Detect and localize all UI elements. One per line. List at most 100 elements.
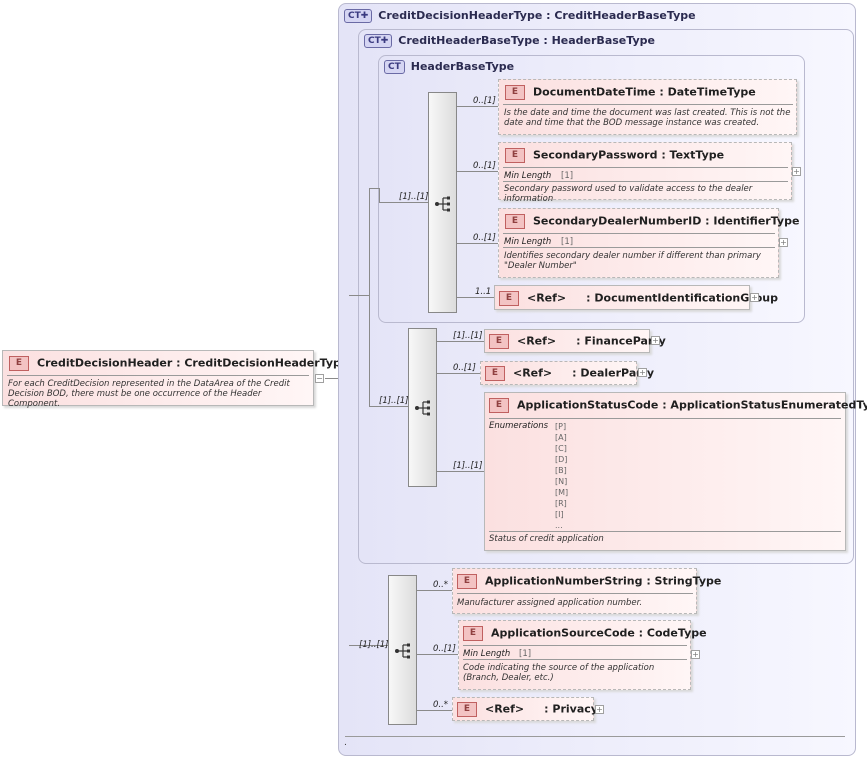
connector — [379, 202, 428, 203]
connector — [437, 471, 484, 472]
element-header: E<Ref>: DocumentIdentificationGroup — [499, 291, 778, 306]
cardinality-label: [1]..[1] — [359, 640, 389, 650]
ref-label: <Ref> — [517, 334, 557, 348]
divider — [463, 645, 687, 646]
element-badge: E — [463, 626, 483, 641]
root-element-title: CreditDecisionHeader : CreditDecisionHea… — [37, 356, 349, 370]
element-badge: E — [485, 366, 505, 381]
sequence-compositor[interactable] — [388, 575, 417, 725]
element-badge: E — [505, 214, 525, 229]
cardinality-label: [1]..[1] — [379, 396, 409, 406]
connector — [349, 295, 369, 296]
expand-icon[interactable]: + — [750, 293, 759, 302]
element-badge: E — [489, 334, 509, 349]
enumeration-value: [D] — [555, 455, 568, 464]
connector — [369, 188, 370, 406]
divider — [503, 233, 775, 234]
expand-icon[interactable]: + — [595, 705, 604, 714]
facet-label: Min Length — [504, 171, 552, 181]
element-ref-finance-party[interactable]: E<Ref>: FinanceParty — [484, 329, 666, 353]
enumeration-value: [I] — [555, 510, 564, 519]
cardinality-label: 0..* — [433, 580, 449, 590]
element-title: ApplicationSourceCode : CodeType — [491, 626, 707, 640]
element-title: SecondaryDealerNumberID : IdentifierType — [533, 214, 800, 228]
cardinality-label: 0..[1] — [473, 161, 496, 171]
element-title: : DealerParty — [572, 366, 655, 380]
complex-type-title: HeaderBaseType — [410, 60, 515, 73]
connector — [379, 188, 380, 203]
element-title: ApplicationNumberString : StringType — [485, 574, 722, 588]
divider — [489, 531, 841, 532]
element-doc: Secondary password used to validate acce… — [504, 184, 753, 204]
collapse-icon[interactable]: − — [315, 374, 324, 383]
enumeration-value: [C] — [555, 444, 567, 453]
connector — [417, 710, 452, 711]
element-application-source-code[interactable]: E ApplicationSourceCode : CodeType Min Le… — [458, 620, 707, 690]
element-ref-dealer-party[interactable]: E <Ref> : DealerParty — [480, 361, 654, 385]
element-ref-privacy[interactable]: E<Ref>: Privacy — [452, 697, 598, 721]
expand-icon[interactable]: + — [638, 368, 647, 377]
element-doc: Identifies secondary dealer number if di… — [504, 251, 761, 271]
element-badge: E — [457, 574, 477, 589]
cardinality-label: 0..[1] — [473, 96, 496, 106]
facet-label: Min Length — [463, 649, 511, 659]
complex-type-header: CT✚ CreditHeaderBaseType : HeaderBaseType — [364, 34, 655, 48]
connector — [417, 654, 458, 655]
connector — [325, 378, 349, 379]
element-ref-document-identification-group[interactable]: E<Ref>: DocumentIdentificationGroup — [494, 285, 778, 310]
expand-icon[interactable]: + — [779, 238, 788, 247]
element-badge: E — [9, 356, 29, 371]
complex-type-header: CT✚CreditDecisionHeaderType : CreditHead… — [344, 9, 696, 23]
enumeration-value: [N] — [555, 477, 568, 486]
element-header: E<Ref>: Privacy — [457, 702, 598, 717]
facet-value: [1] — [561, 237, 574, 247]
expand-icon[interactable]: + — [651, 336, 660, 345]
connector — [457, 297, 494, 298]
sequence-compositor[interactable] — [408, 328, 437, 487]
cardinality-label: 0..[1] — [473, 233, 496, 243]
divider — [503, 247, 775, 248]
sequence-compositor[interactable] — [428, 92, 457, 313]
complex-type-title: CreditHeaderBaseType : HeaderBaseType — [398, 34, 655, 47]
root-element-box[interactable]: E CreditDecisionHeader : CreditDecisionHe… — [2, 350, 348, 409]
enumeration-value: [B] — [555, 466, 567, 475]
sequence-icon — [435, 196, 450, 212]
root-element-doc: For each CreditDecision represented in t… — [8, 379, 290, 409]
element-header: E ApplicationNumberString : StringType — [457, 574, 721, 589]
complex-type-badge: CT — [384, 60, 405, 74]
element-title: : Privacy — [544, 702, 598, 716]
element-badge: E — [505, 148, 525, 163]
enumeration-value: [P] — [555, 422, 567, 431]
expand-icon[interactable]: + — [691, 650, 700, 659]
element-header: E SecondaryPassword : TextType — [505, 148, 724, 163]
connector — [457, 171, 498, 172]
element-header: E<Ref>: FinanceParty — [489, 334, 666, 349]
connector — [369, 406, 408, 407]
enumeration-value: [R] — [555, 499, 567, 508]
element-doc: Is the date and time the document was la… — [504, 108, 791, 128]
element-header: E <Ref> : DealerParty — [485, 366, 654, 381]
connector — [369, 188, 379, 189]
complex-type-title: CreditDecisionHeaderType : CreditHeaderB… — [378, 9, 696, 22]
divider — [457, 593, 693, 594]
expand-icon[interactable]: + — [792, 167, 801, 176]
sequence-icon — [395, 643, 410, 659]
cardinality-label: [1]..[1] — [399, 192, 429, 202]
element-title: SecondaryPassword : TextType — [533, 148, 725, 162]
element-secondary-dealer-number-id[interactable]: E SecondaryDealerNumberID : IdentifierTyp… — [498, 208, 799, 278]
element-badge: E — [505, 85, 525, 100]
element-secondary-password[interactable]: E SecondaryPassword : TextType Min Length… — [498, 142, 792, 204]
complex-type-badge: CT✚ — [364, 34, 393, 48]
cardinality-label: [1]..[1] — [453, 331, 483, 341]
divider — [7, 375, 309, 376]
element-badge: E — [499, 291, 519, 306]
ref-label: <Ref> — [513, 366, 553, 380]
complex-type-header: CT HeaderBaseType — [384, 60, 514, 74]
enumeration-value: [A] — [555, 433, 567, 442]
cardinality-label: 0..[1] — [433, 644, 456, 654]
connector — [457, 106, 498, 107]
